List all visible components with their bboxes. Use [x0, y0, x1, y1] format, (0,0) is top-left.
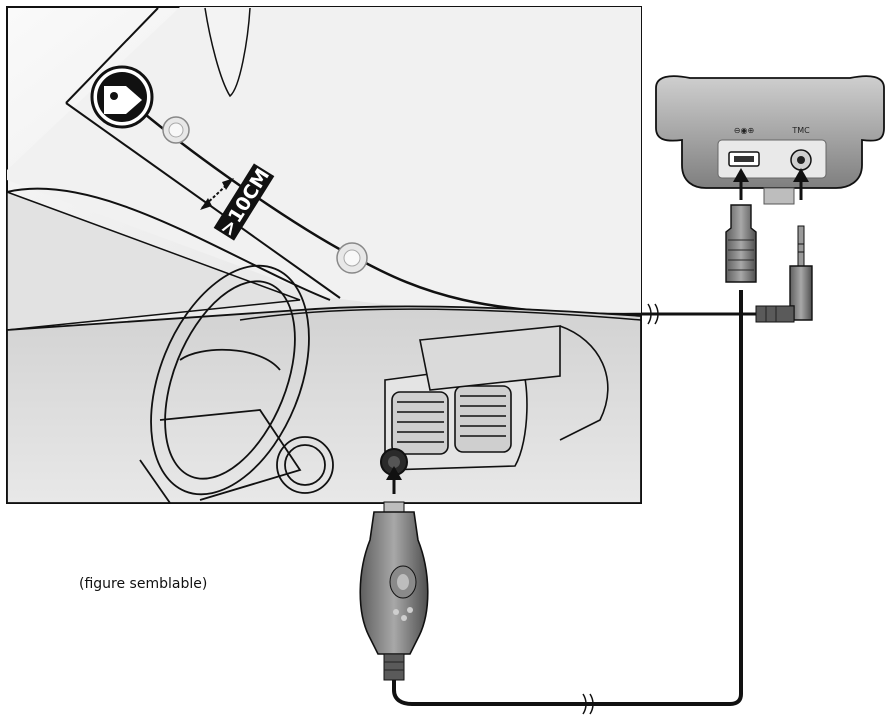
- power-port-label: ⊖◉⊕: [734, 126, 754, 135]
- car-charger: [359, 466, 743, 715]
- power-socket: [380, 448, 408, 476]
- tmc-plug: [755, 168, 813, 323]
- windshield-pillar: [7, 7, 641, 314]
- sun-visor: [204, 7, 251, 98]
- center-vents: [384, 325, 609, 471]
- cradle-body: [655, 75, 885, 189]
- side-window: [6, 190, 301, 331]
- cradle-clip: [763, 187, 795, 205]
- usb-plug: [725, 204, 757, 283]
- roof-line: [6, 187, 331, 301]
- figure-caption: (figure semblable): [79, 576, 208, 592]
- antenna-icon: [90, 65, 154, 129]
- a-pillar-line-outer: [65, 7, 159, 104]
- tmc-port-label: TMC: [791, 126, 810, 135]
- dash-top-line: [239, 308, 642, 321]
- usb-port-icon: [728, 151, 760, 167]
- car-interior-illustration: >10CM: [6, 6, 642, 504]
- usb-power-cable: [725, 168, 757, 694]
- audio-jack-icon: [790, 149, 812, 171]
- steering-wheel: [139, 264, 334, 504]
- tmc-cable: [641, 303, 756, 325]
- gps-cradle: ⊖◉⊕ TMC: [655, 75, 885, 205]
- a-pillar-line-inner: [65, 102, 341, 299]
